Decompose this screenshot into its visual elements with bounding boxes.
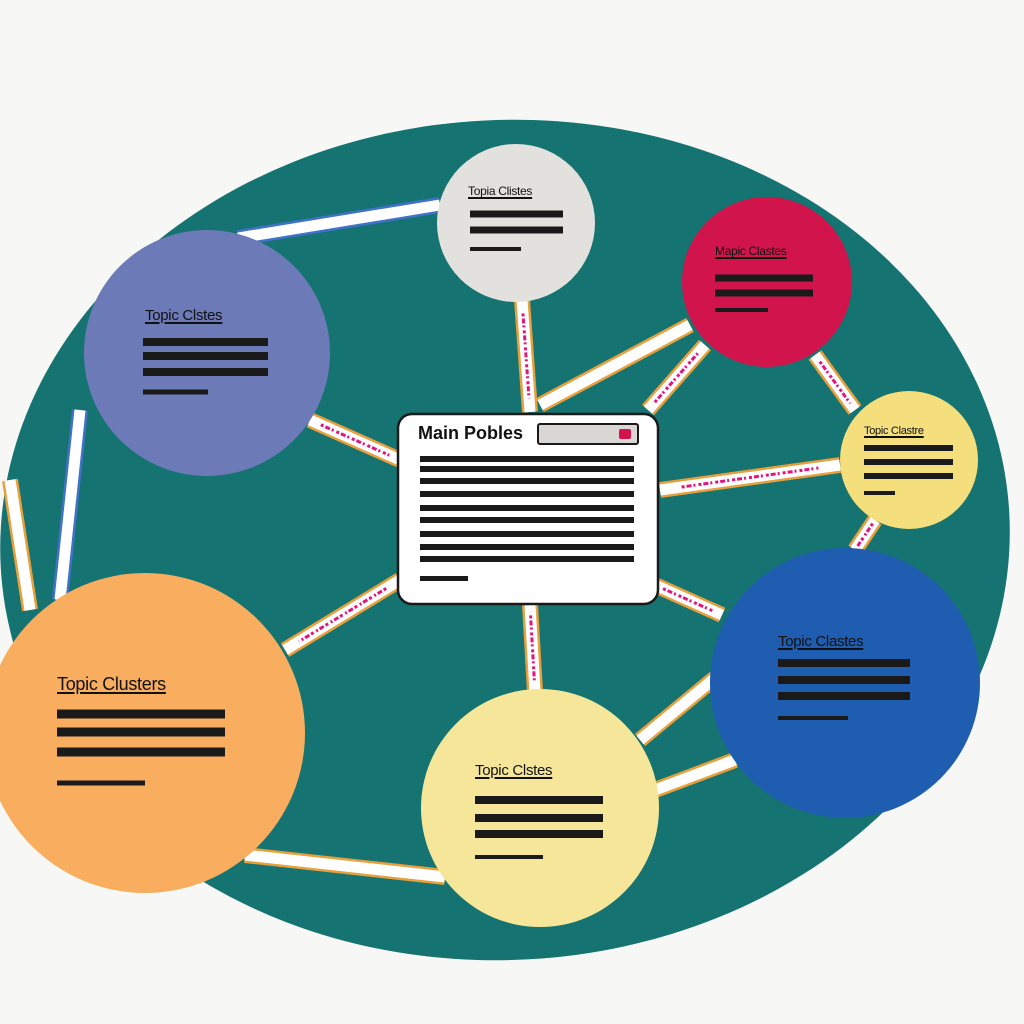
connector bbox=[2, 478, 38, 612]
connector-label-scribble bbox=[818, 360, 852, 405]
node-pale-yellow-circle bbox=[421, 689, 659, 927]
text-line bbox=[778, 692, 910, 700]
text-line bbox=[143, 389, 208, 395]
connector-label-scribble bbox=[856, 522, 874, 548]
main-page-text-line bbox=[420, 478, 634, 484]
node-purple[interactable] bbox=[84, 230, 330, 476]
main-page-text-line bbox=[420, 544, 634, 550]
text-line bbox=[715, 289, 813, 297]
text-line bbox=[143, 352, 268, 360]
text-line bbox=[864, 491, 895, 495]
connector-label-scribble bbox=[521, 313, 531, 399]
main-page-text-line bbox=[420, 556, 634, 562]
main-page-text-line bbox=[420, 517, 634, 523]
connector bbox=[514, 299, 538, 413]
text-line bbox=[57, 780, 145, 786]
connector-label-scribble bbox=[662, 587, 715, 613]
connector bbox=[306, 412, 404, 468]
text-line bbox=[864, 473, 953, 479]
node-title-orange: Topic Clusters bbox=[57, 674, 166, 694]
text-line bbox=[475, 796, 603, 804]
node-title-pale-yellow: Topic Clstes bbox=[475, 762, 553, 779]
text-line bbox=[475, 814, 603, 822]
node-blue[interactable] bbox=[710, 548, 980, 818]
node-title-crimson: Mapic Clastes bbox=[715, 244, 787, 258]
connector-label-scribble bbox=[298, 587, 387, 643]
connector bbox=[848, 515, 882, 555]
main-page-title: Main Pobles bbox=[418, 423, 524, 443]
connector bbox=[641, 339, 712, 416]
main-page-close-icon[interactable] bbox=[619, 429, 631, 439]
connector-label-scribble bbox=[681, 466, 819, 489]
connector bbox=[52, 409, 88, 601]
main-page-text-line bbox=[420, 491, 634, 497]
text-line bbox=[470, 247, 521, 251]
text-line bbox=[57, 727, 225, 737]
topic-nodes bbox=[0, 144, 980, 927]
text-line bbox=[57, 747, 225, 757]
connector bbox=[244, 847, 446, 885]
node-crimson-circle bbox=[682, 197, 852, 367]
connector bbox=[522, 604, 543, 693]
node-title-purple: Topic Clstes bbox=[145, 307, 223, 324]
main-page-card[interactable] bbox=[396, 412, 660, 606]
text-line bbox=[715, 308, 768, 312]
node-title-blue: Topic Clastes bbox=[778, 633, 864, 650]
main-page-search-bar[interactable] bbox=[537, 423, 639, 445]
main-page-text-line bbox=[420, 576, 468, 581]
connector bbox=[634, 671, 721, 747]
text-line bbox=[475, 830, 603, 838]
node-title-gray: Topia Clistes bbox=[468, 184, 533, 198]
text-line bbox=[470, 210, 563, 218]
text-line bbox=[864, 445, 953, 451]
connector bbox=[280, 573, 405, 657]
main-page-text-line bbox=[420, 505, 634, 511]
node-yellow[interactable] bbox=[840, 391, 978, 529]
connector-label-scribble bbox=[320, 423, 390, 457]
main-page-text-line bbox=[420, 456, 634, 462]
text-line bbox=[57, 709, 225, 719]
text-line bbox=[143, 338, 268, 346]
connector bbox=[652, 752, 738, 798]
main-page-text-line bbox=[420, 531, 634, 537]
main-page-text-lines bbox=[420, 456, 634, 581]
connector bbox=[658, 457, 842, 498]
connector bbox=[651, 577, 726, 623]
node-pale-yellow[interactable] bbox=[421, 689, 659, 927]
text-line bbox=[475, 855, 543, 859]
node-crimson[interactable] bbox=[682, 197, 852, 367]
text-line bbox=[864, 459, 953, 465]
node-gray[interactable] bbox=[437, 144, 595, 302]
text-line bbox=[778, 716, 848, 720]
connector bbox=[808, 350, 862, 415]
connector bbox=[236, 197, 442, 246]
text-line bbox=[778, 676, 910, 684]
node-title-yellow: Topic Clastre bbox=[864, 425, 924, 437]
text-line bbox=[143, 368, 268, 376]
text-line bbox=[715, 274, 813, 282]
connectors bbox=[2, 197, 882, 885]
main-page-text-line bbox=[420, 466, 634, 472]
node-gray-circle bbox=[437, 144, 595, 302]
node-orange[interactable] bbox=[0, 573, 305, 893]
connector bbox=[536, 317, 694, 413]
text-line bbox=[778, 659, 910, 667]
text-line bbox=[470, 226, 563, 234]
